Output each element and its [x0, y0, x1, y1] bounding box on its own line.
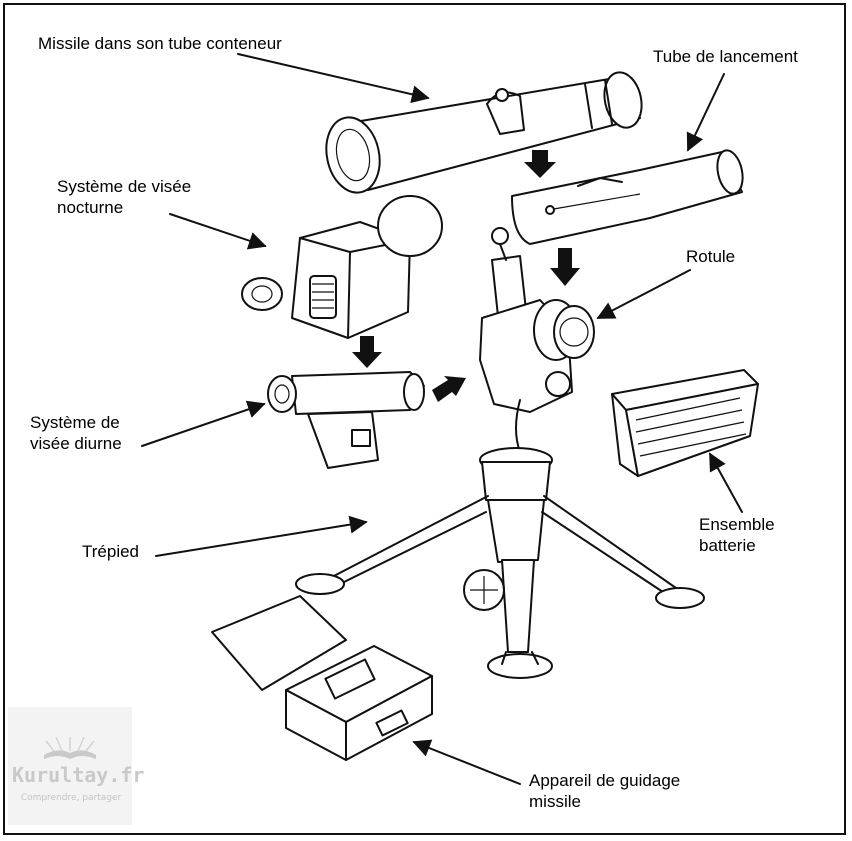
- watermark-tagline: Comprendre, partager: [20, 793, 122, 803]
- swivel-assembly: [479, 227, 595, 453]
- watermark-name: Kurultay.fr: [12, 763, 145, 787]
- label-night-sight: Système de visée nocturne: [57, 177, 192, 217]
- leader-launch-tube: [686, 73, 725, 152]
- leader-guidance: [412, 739, 521, 785]
- label-missile-tube: Missile dans son tube conteneur: [38, 34, 282, 53]
- leader-night-sight: [169, 213, 267, 250]
- leader-missile-tube: [237, 53, 430, 104]
- leader-day-sight: [141, 400, 266, 447]
- label-guidance: Appareil de guidage missile: [529, 771, 681, 811]
- night-sight: [241, 195, 443, 339]
- leader-swivel: [596, 269, 691, 319]
- label-tripod: Trépied: [82, 542, 140, 561]
- battery-assembly: [611, 369, 759, 477]
- leader-battery: [709, 452, 743, 513]
- missile-container-tube: [325, 71, 643, 194]
- label-swivel: Rotule: [686, 247, 736, 266]
- launch-tube: [511, 149, 744, 245]
- label-launch-tube: Tube de lancement: [653, 47, 798, 66]
- day-sight: [267, 371, 425, 469]
- assembly-arrows: [352, 150, 580, 402]
- leader-tripod: [155, 515, 368, 557]
- watermark-logo: Kurultay.fr Comprendre, partager: [8, 707, 145, 825]
- guidance-unit: [211, 595, 433, 761]
- label-battery: Ensemble batterie: [699, 515, 775, 555]
- callout-lines: [141, 53, 743, 785]
- book-icon: [44, 736, 96, 759]
- label-day-sight: Système de visée diurne: [30, 413, 122, 453]
- tripod: [295, 447, 705, 679]
